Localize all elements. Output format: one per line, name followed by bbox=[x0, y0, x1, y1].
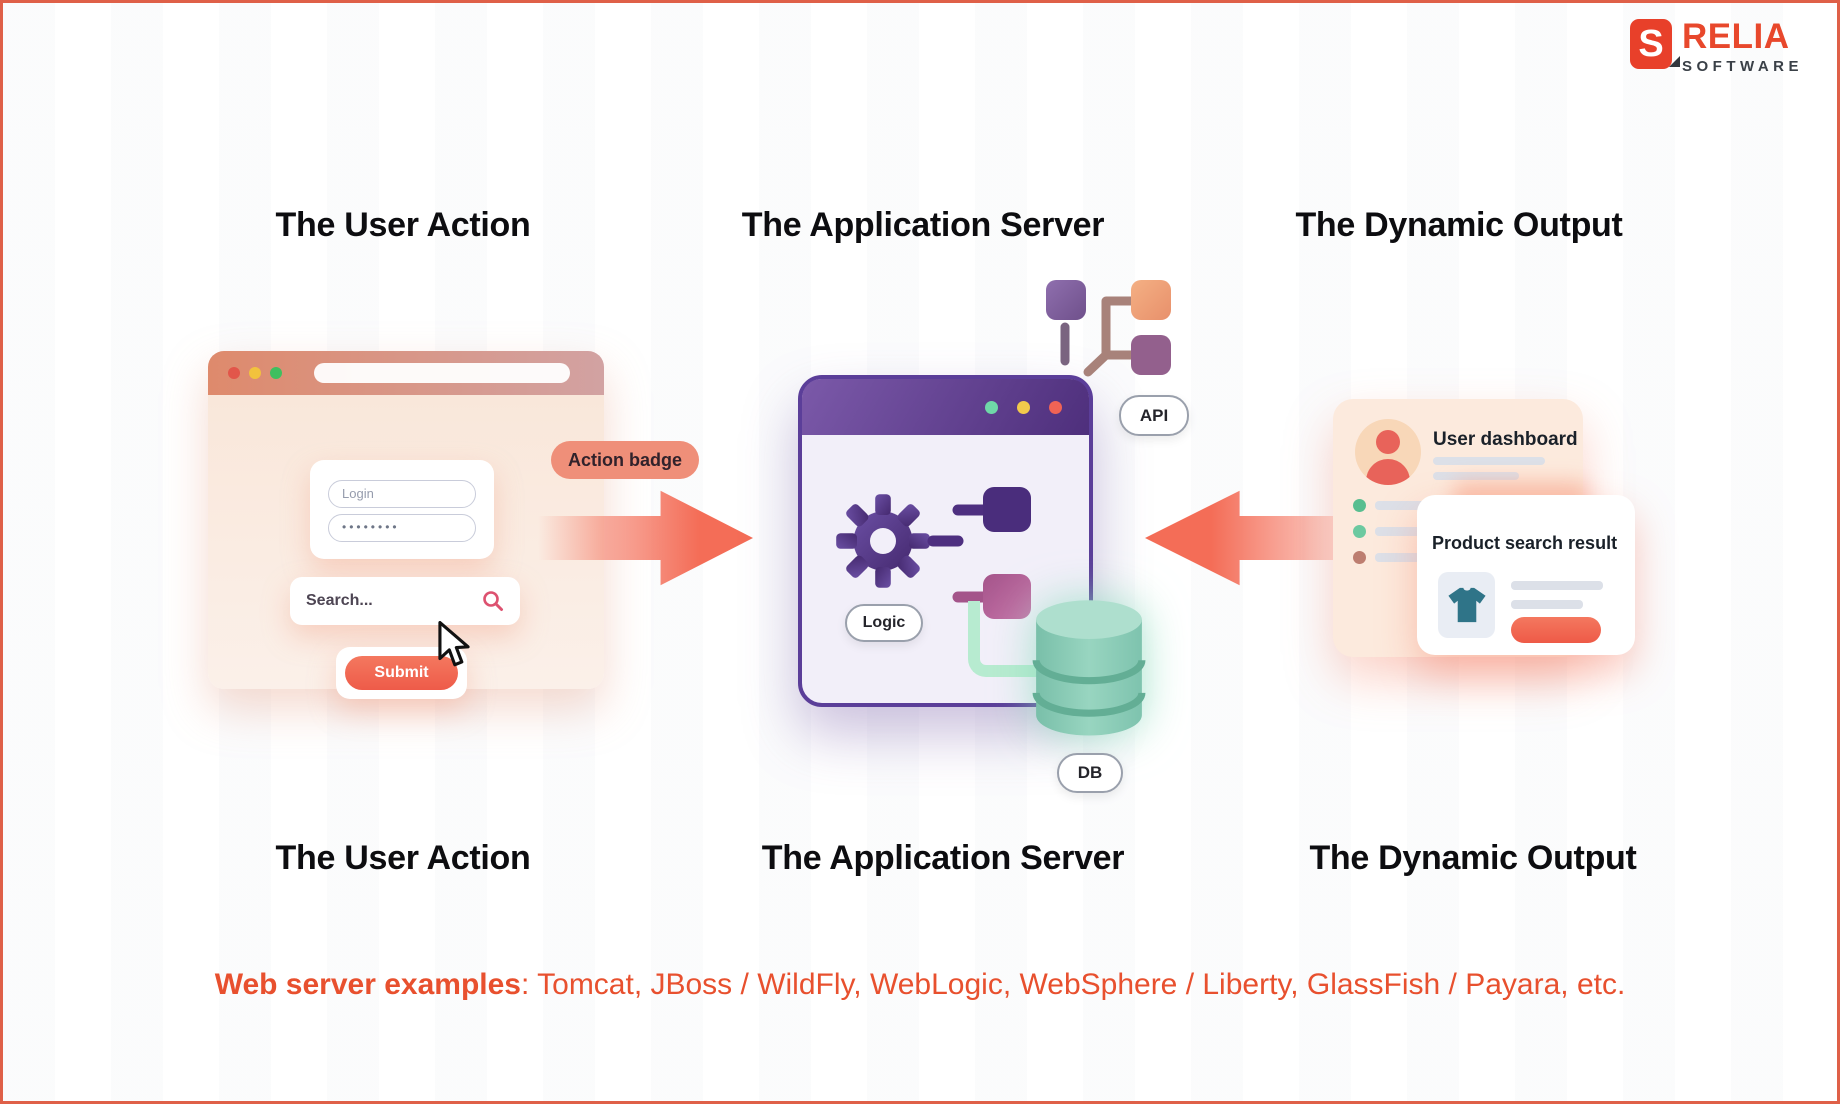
title-bottom-user-action: The User Action bbox=[275, 839, 531, 877]
logo-mark-letter: S bbox=[1638, 22, 1664, 65]
login-input[interactable]: Login bbox=[328, 480, 476, 508]
database-icon bbox=[1032, 600, 1146, 736]
list-item-line bbox=[1375, 553, 1450, 562]
db-badge: DB bbox=[1057, 753, 1123, 793]
title-top-dynamic-output: The Dynamic Output bbox=[1295, 206, 1623, 244]
login-card: Login •••••••• bbox=[310, 460, 494, 559]
api-badge: API bbox=[1119, 395, 1189, 436]
list-bullet-icon bbox=[1353, 499, 1366, 512]
traffic-light-green-icon bbox=[270, 367, 282, 379]
placeholder-line bbox=[1433, 457, 1545, 465]
title-bottom-application-server: The Application Server bbox=[761, 839, 1125, 877]
traffic-light-red-icon bbox=[228, 367, 240, 379]
action-badge: Action badge bbox=[551, 441, 699, 479]
password-input[interactable]: •••••••• bbox=[328, 514, 476, 542]
flowchart-icon bbox=[927, 487, 1031, 619]
api-nodes-icon bbox=[1046, 280, 1171, 377]
list-bullet-icon bbox=[1353, 525, 1366, 538]
user-avatar-icon bbox=[1355, 419, 1421, 485]
product-action-button[interactable] bbox=[1511, 617, 1601, 643]
title-top-application-server: The Application Server bbox=[741, 206, 1105, 244]
url-bar[interactable] bbox=[314, 363, 570, 383]
traffic-light-yellow-icon bbox=[249, 367, 261, 379]
list-bullet-icon bbox=[1353, 551, 1366, 564]
title-bottom-dynamic-output: The Dynamic Output bbox=[1309, 839, 1637, 877]
browser-window: Login •••••••• Search... Submit bbox=[208, 351, 604, 699]
dashboard-title: User dashboard bbox=[1433, 429, 1578, 450]
logo-name: RELIA bbox=[1682, 17, 1790, 56]
placeholder-line bbox=[1511, 581, 1603, 590]
browser-titlebar bbox=[208, 351, 604, 395]
relia-logo: S RELIA SOFTWARE bbox=[1630, 19, 1803, 74]
arrow-left-icon bbox=[1145, 490, 1365, 586]
db-connector-line bbox=[968, 601, 1042, 677]
web-server-examples-text: Web server examples: Tomcat, JBoss / Wil… bbox=[3, 968, 1837, 1002]
logic-badge: Logic bbox=[845, 604, 923, 642]
product-result-card: Product search result bbox=[1417, 495, 1635, 655]
product-card-title: Product search result bbox=[1432, 533, 1618, 553]
tshirt-icon bbox=[1447, 587, 1486, 623]
logo-mark-icon: S bbox=[1630, 19, 1680, 69]
search-card: Search... bbox=[290, 577, 520, 625]
cursor-icon bbox=[438, 621, 470, 667]
server-dot-yellow-icon bbox=[1017, 401, 1030, 414]
product-image-box bbox=[1438, 572, 1495, 638]
gear-icon bbox=[836, 494, 930, 588]
browser-body: Login •••••••• Search... Submit bbox=[208, 395, 604, 699]
app-server-titlebar bbox=[802, 379, 1089, 435]
server-dot-red-icon bbox=[1049, 401, 1062, 414]
footer-bold-label: Web server examples bbox=[214, 968, 521, 1001]
search-input[interactable]: Search... bbox=[306, 592, 373, 609]
search-icon bbox=[483, 591, 503, 611]
logo-subtitle: SOFTWARE bbox=[1682, 58, 1803, 75]
server-dot-green-icon bbox=[985, 401, 998, 414]
placeholder-line bbox=[1433, 472, 1519, 480]
title-top-user-action: The User Action bbox=[275, 206, 531, 244]
footer-examples-list: : Tomcat, JBoss / WildFly, WebLogic, Web… bbox=[521, 968, 1626, 1001]
logo-triangle-icon bbox=[1669, 56, 1680, 67]
placeholder-line bbox=[1511, 600, 1583, 609]
submit-button[interactable]: Submit bbox=[345, 656, 458, 690]
